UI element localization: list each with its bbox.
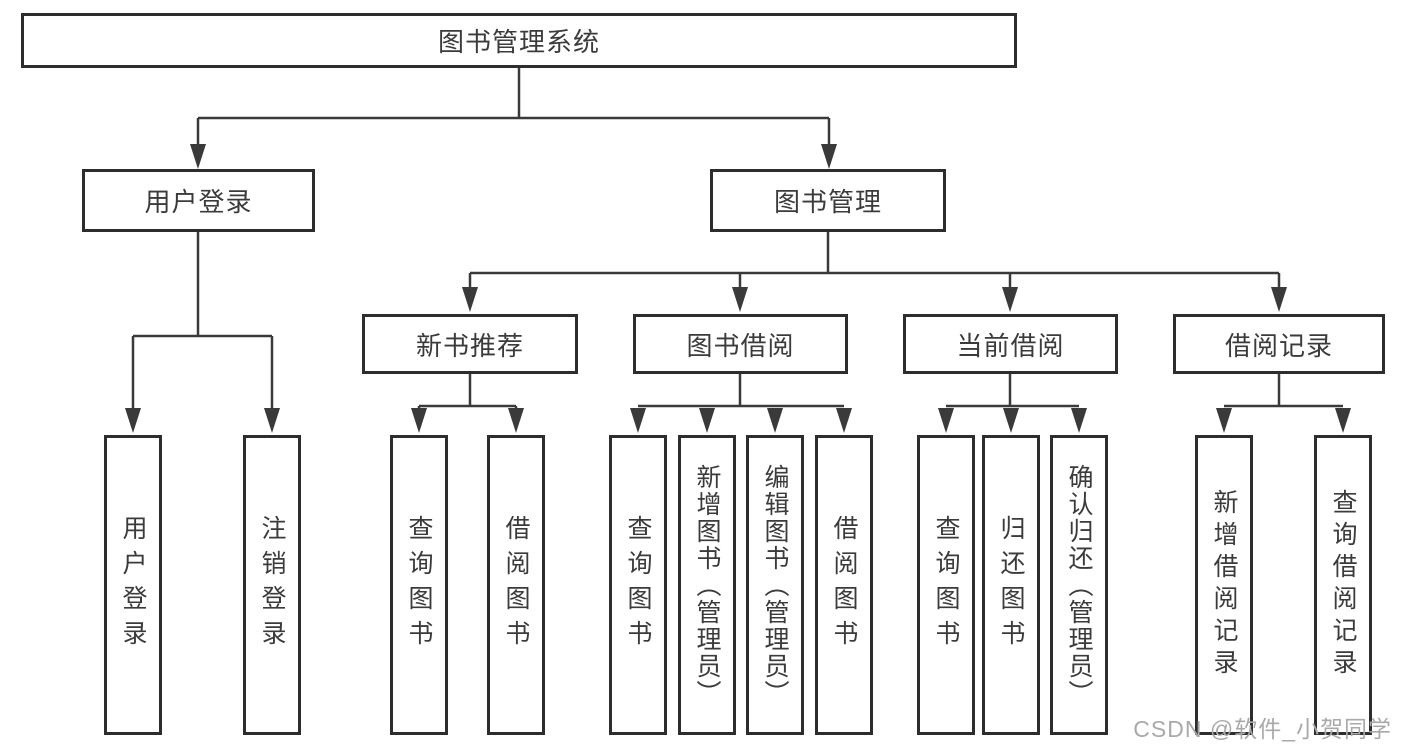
leaf-borrow-books-newbooks: 借阅图书	[487, 435, 545, 735]
leaf-query-books-newbooks: 查询图书	[390, 435, 448, 735]
node-label: 图书管理系统	[437, 27, 600, 57]
connector-root-to-level2	[190, 68, 837, 169]
node-book-borrowing: 图书借阅	[633, 314, 848, 374]
node-borrowing-records: 借阅记录	[1173, 314, 1385, 374]
leaf-label: 借阅图书	[830, 515, 858, 655]
leaf-label: 查询图书	[624, 515, 652, 655]
node-current-borrowing: 当前借阅	[903, 314, 1118, 374]
node-label: 借阅记录	[1224, 330, 1333, 361]
node-new-book-recommend: 新书推荐	[362, 314, 578, 374]
leaf-label: 查询图书	[405, 515, 433, 655]
node-label: 当前借阅	[956, 330, 1065, 361]
connector-userlogin-to-leaves	[125, 232, 280, 433]
csdn-watermark: CSDN @软件_小贺同学	[1133, 716, 1392, 742]
leaf-query-borrow-record: 查询借阅记录	[1314, 435, 1372, 735]
leaf-label: 用户登录	[119, 515, 147, 655]
leaf-query-books-current: 查询图书	[917, 435, 975, 735]
node-book-management: 图书管理	[710, 169, 946, 232]
leaf-add-books-admin: 新增图书（管理员）	[678, 435, 736, 735]
leaf-return-books: 归还图书	[982, 435, 1040, 735]
node-label: 新书推荐	[415, 330, 524, 361]
leaf-label: 查询图书	[932, 515, 960, 655]
connector-currentborrow-to-leaves	[938, 374, 1087, 433]
connector-bookborrow-to-leaves	[630, 374, 852, 433]
leaf-add-borrow-record: 新增借阅记录	[1195, 435, 1253, 735]
leaf-query-books-borrow: 查询图书	[609, 435, 667, 735]
node-library-management-system: 图书管理系统	[21, 13, 1017, 68]
leaf-label: 确认归还（管理员）	[1065, 463, 1093, 707]
leaf-edit-books-admin: 编辑图书（管理员）	[746, 435, 804, 735]
leaf-label: 注销登录	[258, 515, 286, 655]
node-user-login: 用户登录	[82, 169, 315, 232]
leaf-confirm-return-admin: 确认归还（管理员）	[1050, 435, 1108, 735]
leaf-logout: 注销登录	[243, 435, 301, 735]
node-label: 图书借阅	[686, 330, 795, 361]
leaf-borrow-books-borrow: 借阅图书	[815, 435, 873, 735]
node-label: 用户登录	[144, 187, 253, 217]
leaf-label: 借阅图书	[502, 515, 530, 655]
leaf-label: 编辑图书（管理员）	[761, 463, 789, 707]
leaf-label: 新增图书（管理员）	[693, 463, 721, 707]
leaf-user-login: 用户登录	[104, 435, 162, 735]
node-label: 图书管理	[773, 187, 882, 217]
connector-newbooks-to-leaves	[411, 374, 524, 433]
connector-borrowrecords-to-leaves	[1216, 374, 1351, 433]
leaf-label: 查询借阅记录	[1329, 489, 1357, 681]
leaf-label: 新增借阅记录	[1210, 489, 1238, 681]
leaf-label: 归还图书	[997, 515, 1025, 655]
connector-bookmgmt-to-level3	[462, 232, 1287, 312]
